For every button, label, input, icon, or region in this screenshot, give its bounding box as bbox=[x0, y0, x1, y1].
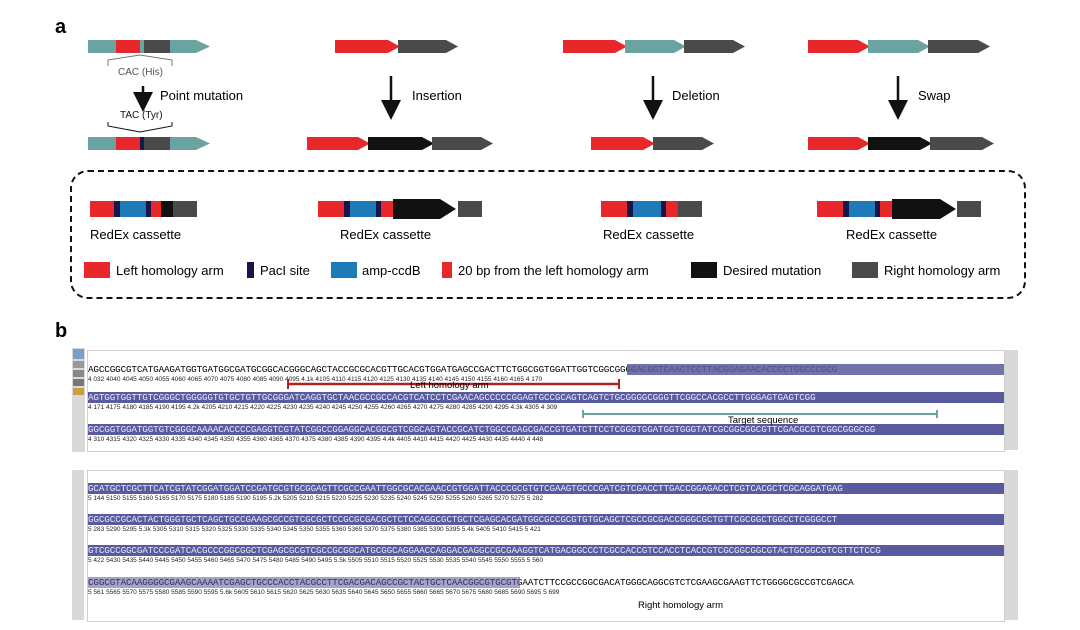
swap-bottom-construct bbox=[808, 137, 994, 150]
cassette-4-label: RedEx cassette bbox=[846, 227, 938, 242]
redex-cassette-box bbox=[70, 170, 1026, 299]
tool-icon-2[interactable] bbox=[73, 361, 84, 368]
insertion-bottom-construct bbox=[307, 137, 493, 150]
right-homology-arm-label: Right homology arm bbox=[635, 600, 727, 611]
tool-icon-3[interactable] bbox=[73, 370, 84, 377]
legend-right-homology-arm: Right homology arm bbox=[884, 263, 1001, 278]
ticks-row-2b: 5 283 5290 5295 5.3k 5305 5310 5315 5320… bbox=[88, 526, 541, 533]
highlight-1a bbox=[627, 364, 1004, 375]
ticks-row-1b: 4 171 4175 4180 4185 4190 4195 4.2k 4205… bbox=[88, 404, 558, 411]
ticks-row-2d: 5 561 5565 5570 5575 5580 5585 5590 5595… bbox=[88, 589, 560, 596]
cassette-3 bbox=[601, 201, 702, 217]
point-mutation-top-construct bbox=[88, 40, 210, 53]
toolbar-strip bbox=[72, 348, 85, 452]
point-mutation-label: Point mutation bbox=[160, 88, 244, 103]
seq-row-2b: GGCGCCGCACTACTGGGTGCTCAGCTGCCGAAGCGCCGTC… bbox=[88, 514, 1004, 525]
codon-bracket-bottom bbox=[107, 122, 173, 133]
left-homology-arm-label: Left homology arm bbox=[410, 380, 489, 391]
codon-bottom-label: TAC (Tyr) bbox=[120, 110, 163, 121]
legend-paci-site: PacI site bbox=[260, 263, 310, 278]
cassette-2 bbox=[318, 199, 482, 219]
ticks-row-2a: 5 144 5150 5155 5160 5165 5170 5175 5180… bbox=[88, 495, 544, 502]
swap-label: Swap bbox=[918, 88, 951, 103]
legend-20bp: 20 bp from the left homology arm bbox=[458, 263, 649, 278]
panel-a-letter: a bbox=[55, 16, 67, 38]
deletion-bottom-construct bbox=[591, 137, 714, 150]
cassette-2-label: RedEx cassette bbox=[340, 227, 432, 242]
scrollbar-right-1[interactable] bbox=[1004, 350, 1018, 450]
cassette-1-label: RedEx cassette bbox=[90, 227, 182, 242]
sequence-block-1: AGCCGGCGTCATGAAGATGGTGATGGCGATGCGGCACGGG… bbox=[87, 350, 1005, 452]
deletion-label: Deletion bbox=[672, 88, 720, 103]
tool-icon-5[interactable] bbox=[73, 388, 84, 395]
seq-row-2a: GCATGCTCGCTTCATCGTATCGGATGGATCCGATGCGTGC… bbox=[88, 483, 1004, 494]
seq-row-1a: AGCCGGCGTCATGAAGATGGTGATGGCGATGCGGCACGGG… bbox=[88, 364, 838, 375]
insertion-top-construct bbox=[335, 40, 458, 53]
tool-icon-4[interactable] bbox=[73, 379, 84, 386]
scrollbar-right-2[interactable] bbox=[1004, 470, 1018, 620]
legend-desired-mutation: Desired mutation bbox=[723, 263, 822, 278]
panel-a-diagram bbox=[84, 40, 994, 278]
cassette-4 bbox=[817, 199, 981, 219]
ticks-row-1a: 4 032 4040 4045 4050 4055 4060 4065 4070… bbox=[88, 376, 543, 383]
scrollbar-left-2[interactable] bbox=[72, 470, 84, 620]
seq-row-2c: GTCGCCGGCGATCCCGATCACGCCCGGCGGCTCGAGCGCG… bbox=[88, 545, 1004, 556]
ticks-row-1c: 4 310 4315 4320 4325 4330 4335 4340 4345… bbox=[88, 436, 544, 443]
target-sequence-label: Target sequence bbox=[728, 415, 799, 426]
sequence-block-2: GCATGCTCGCTTCATCGTATCGGATGGATCCGATGCGTGC… bbox=[87, 470, 1005, 622]
legend-swatches bbox=[84, 262, 878, 278]
seq-row-1b: AGTGGTGGTTGTCGGGCTGGGGGTGTGCTGTTGCGGGATC… bbox=[88, 392, 1004, 403]
swap-top-construct bbox=[808, 40, 990, 53]
highlight-2d bbox=[88, 577, 520, 588]
tool-icon-1[interactable] bbox=[73, 349, 84, 359]
point-mutation-bottom-construct bbox=[88, 137, 210, 150]
ticks-row-2c: 5 422 5430 5435 5440 5445 5450 5455 5460… bbox=[88, 557, 544, 564]
insertion-label: Insertion bbox=[412, 88, 462, 103]
legend-left-homology-arm: Left homology arm bbox=[116, 263, 224, 278]
cassette-1 bbox=[90, 201, 197, 217]
codon-top-label: CAC (His) bbox=[118, 67, 163, 78]
legend-amp-ccdb: amp-ccdB bbox=[362, 263, 421, 278]
deletion-top-construct bbox=[563, 40, 745, 53]
codon-bracket-top bbox=[107, 54, 173, 66]
cassette-3-label: RedEx cassette bbox=[603, 227, 695, 242]
seq-row-1c: GGCGGTGGATGGTGTCGGGCAAAACACCCCGAGGTCGTAT… bbox=[88, 424, 1004, 435]
panel-b-letter: b bbox=[55, 320, 68, 342]
